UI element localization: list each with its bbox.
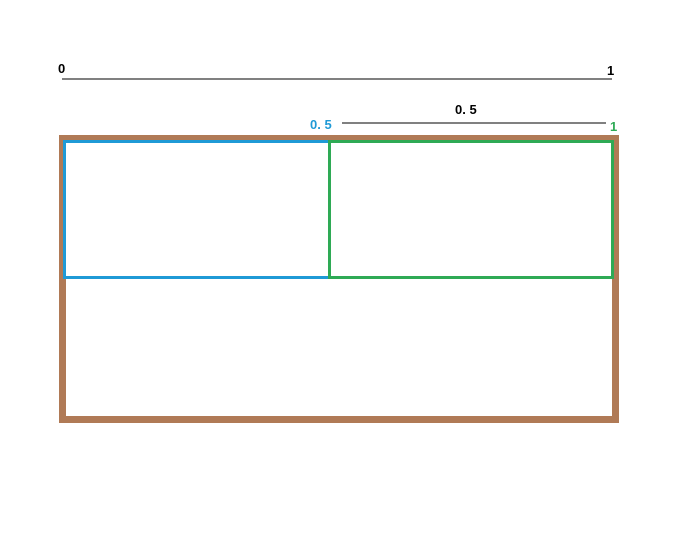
outer-frame	[59, 135, 619, 423]
top-scale-start-label: 0	[58, 61, 65, 76]
top-scale: 0 1	[58, 61, 614, 80]
half-scale-end-label: 1	[610, 119, 617, 134]
top-scale-end-label: 1	[607, 63, 614, 78]
green-box	[328, 140, 614, 279]
half-scale-length-label: 0. 5	[455, 102, 477, 117]
blue-box	[63, 140, 331, 279]
half-scale-start-label: 0. 5	[310, 117, 332, 132]
half-scale: 0. 5 0. 5 1	[310, 102, 617, 134]
